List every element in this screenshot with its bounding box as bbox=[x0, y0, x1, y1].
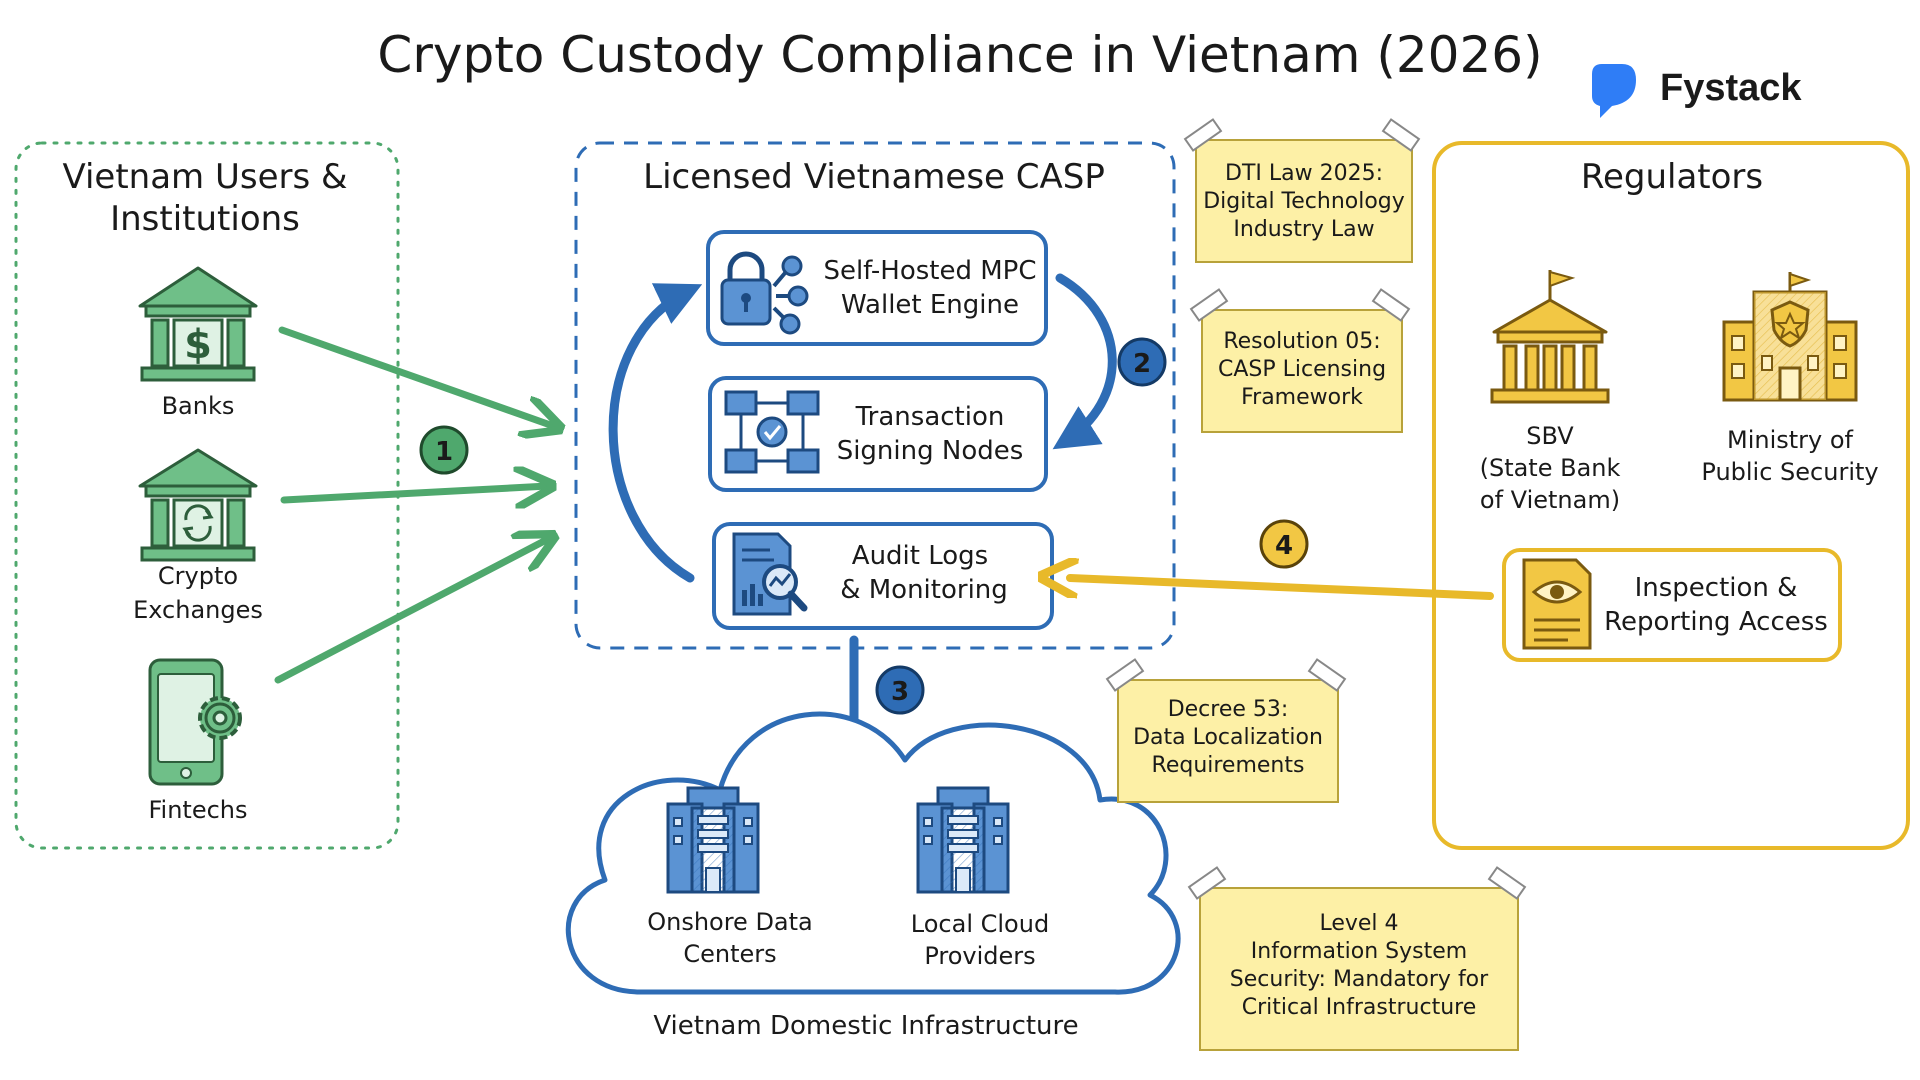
note-resolution-05-line2: CASP Licensing bbox=[1218, 357, 1386, 382]
step-2-number: 2 bbox=[1133, 349, 1151, 379]
note-resolution-05-line1: Resolution 05: bbox=[1223, 329, 1380, 354]
regulators-panel-title: Regulators bbox=[1581, 157, 1763, 197]
users-panel-title-line2: Institutions bbox=[110, 199, 300, 239]
inspection-line2: Reporting Access bbox=[1604, 607, 1828, 637]
wallet-to-signing-arrow bbox=[1052, 273, 1117, 450]
exchange-building-icon bbox=[138, 448, 258, 562]
step-1-badge: 1 bbox=[419, 425, 469, 475]
casp-box-signing-nodes: Transaction Signing Nodes bbox=[708, 376, 1048, 492]
note-level-4-line4: Critical Infrastructure bbox=[1242, 995, 1476, 1020]
casp-box-audit-logs-line2: & Monitoring bbox=[840, 575, 1008, 605]
infra-onshore-line1: Onshore Data bbox=[647, 908, 813, 936]
step-1-number: 1 bbox=[435, 437, 453, 467]
infra-cloud-line2: Providers bbox=[924, 942, 1035, 970]
bank-dollar-icon: $ bbox=[138, 266, 258, 382]
note-level-4-line1: Level 4 bbox=[1319, 911, 1398, 936]
inspection-line1: Inspection & bbox=[1635, 573, 1798, 603]
casp-box-signing-nodes-line2: Signing Nodes bbox=[837, 436, 1024, 466]
government-building-icon bbox=[1490, 270, 1610, 404]
casp-box-audit-logs-line1: Audit Logs bbox=[852, 541, 988, 571]
casp-box-signing-nodes-line1: Transaction bbox=[855, 402, 1005, 432]
casp-panel: Licensed Vietnamese CASP Self-Hosted MPC… bbox=[574, 141, 1176, 650]
phone-gear-icon bbox=[148, 658, 242, 786]
casp-box-audit-logs: Audit Logs & Monitoring bbox=[712, 522, 1054, 630]
police-building-icon bbox=[1722, 272, 1858, 402]
note-decree-53-line3: Requirements bbox=[1152, 753, 1305, 778]
casp-panel-title: Licensed Vietnamese CASP bbox=[643, 157, 1105, 197]
audit-report-icon bbox=[732, 532, 808, 616]
infra-cloud-line1: Local Cloud bbox=[911, 910, 1049, 938]
infrastructure-cloud: Onshore Data Centers Local Cloud Provide… bbox=[565, 711, 1181, 1041]
datacenter-icon bbox=[666, 786, 760, 894]
note-dti-law-line2: Digital Technology bbox=[1203, 189, 1405, 214]
users-item-banks-label: Banks bbox=[162, 392, 235, 420]
users-item-exchanges-label-line2: Exchanges bbox=[133, 596, 263, 624]
svg-text:$: $ bbox=[184, 322, 212, 368]
step-2-badge: 2 bbox=[1117, 337, 1167, 387]
note-decree-53-line2: Data Localization bbox=[1133, 725, 1323, 750]
casp-box-mpc-wallet: Self-Hosted MPC Wallet Engine bbox=[706, 230, 1048, 346]
casp-box-mpc-wallet-line2: Wallet Engine bbox=[841, 290, 1019, 320]
note-dti-law-line1: DTI Law 2025: bbox=[1225, 161, 1383, 186]
page-title: Crypto Custody Compliance in Vietnam (20… bbox=[377, 26, 1542, 84]
regulator-mps-line1: Ministry of bbox=[1727, 426, 1854, 454]
note-level-4: Level 4 Information System Security: Man… bbox=[1187, 866, 1527, 1051]
users-panel-title-line1: Vietnam Users & bbox=[62, 157, 347, 197]
casp-box-mpc-wallet-line1: Self-Hosted MPC bbox=[823, 256, 1036, 286]
audit-to-wallet-arrow bbox=[608, 283, 703, 583]
regulator-sbv-line3: of Vietnam) bbox=[1480, 486, 1620, 514]
brand-name: Fystack bbox=[1660, 67, 1802, 109]
regulator-mps-line2: Public Security bbox=[1701, 458, 1878, 486]
brand-logo-icon bbox=[1592, 64, 1636, 118]
note-resolution-05: Resolution 05: CASP Licensing Framework bbox=[1189, 288, 1411, 433]
datacenter-icon bbox=[916, 786, 1010, 894]
infra-title: Vietnam Domestic Infrastructure bbox=[653, 1011, 1078, 1041]
step-3-badge: 3 bbox=[875, 665, 925, 715]
lock-keys-icon bbox=[720, 251, 809, 335]
note-level-4-line2: Information System bbox=[1251, 939, 1467, 964]
inspection-to-audit-arrow bbox=[1070, 578, 1494, 600]
note-dti-law-line3: Industry Law bbox=[1233, 217, 1374, 242]
note-decree-53: Decree 53: Data Localization Requirement… bbox=[1105, 658, 1347, 803]
step-3-number: 3 bbox=[891, 677, 909, 707]
step-4-badge: 4 bbox=[1259, 519, 1309, 569]
inspection-access-box: Inspection & Reporting Access bbox=[1502, 548, 1842, 662]
note-decree-53-line1: Decree 53: bbox=[1168, 697, 1289, 722]
users-item-exchanges-label-line1: Crypto bbox=[158, 562, 238, 590]
step-4-number: 4 bbox=[1275, 531, 1293, 561]
note-level-4-line3: Security: Mandatory for bbox=[1230, 967, 1489, 992]
regulator-sbv-line1: SBV bbox=[1526, 422, 1574, 450]
document-eye-icon bbox=[1522, 558, 1592, 650]
users-panel: Vietnam Users & Institutions $ Banks C bbox=[14, 141, 400, 850]
network-nodes-icon bbox=[724, 390, 820, 474]
users-item-fintechs-label: Fintechs bbox=[148, 796, 247, 824]
infra-onshore-line2: Centers bbox=[683, 940, 776, 968]
note-resolution-05-line3: Framework bbox=[1241, 385, 1363, 410]
regulators-panel: Regulators SBV (State Bank of Vietnam) bbox=[1432, 141, 1910, 850]
regulator-sbv-line2: (State Bank bbox=[1480, 454, 1621, 482]
note-dti-law: DTI Law 2025: Digital Technology Industr… bbox=[1183, 118, 1421, 263]
brand-logo: Fystack bbox=[1592, 64, 1802, 118]
users-to-casp-arrows bbox=[274, 326, 556, 684]
